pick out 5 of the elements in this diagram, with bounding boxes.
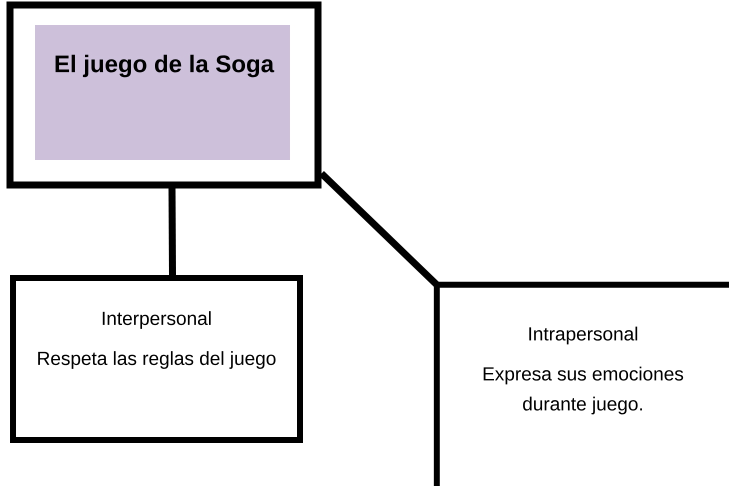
text-box: Intrapersonal Expresa sus emociones durante juego. [434, 282, 729, 486]
connector-line [168, 188, 176, 275]
text-box: Interpersonal Respeta las reglas del juego [10, 275, 303, 443]
connector-line [319, 170, 440, 288]
title-box: El juego de la Soga [6, 2, 322, 188]
